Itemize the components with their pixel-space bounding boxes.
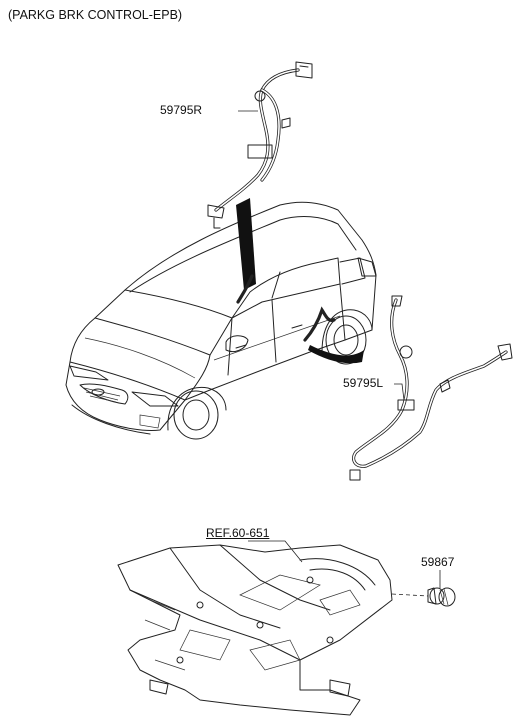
harness-right-drawing bbox=[207, 61, 313, 229]
part-label-59867: 59867 bbox=[421, 555, 455, 569]
part-label-59795R: 59795R bbox=[160, 103, 203, 117]
pointer-lower bbox=[308, 345, 364, 364]
clip-drawing bbox=[427, 587, 456, 607]
reference-label: REF.60-651 bbox=[206, 526, 270, 540]
part-label-59795L: 59795L bbox=[343, 376, 384, 390]
harness-left-drawing bbox=[349, 295, 513, 481]
diagram-title: (PARKG BRK CONTROL-EPB) bbox=[8, 8, 183, 22]
leader-59795L bbox=[394, 383, 405, 401]
wiring-on-car bbox=[236, 274, 336, 342]
vehicle-drawing bbox=[65, 201, 377, 440]
leader-ref bbox=[248, 540, 303, 563]
floor-panel-drawing bbox=[117, 544, 393, 716]
pointer-upper bbox=[236, 198, 256, 290]
leader-clip-dashed bbox=[391, 593, 429, 597]
